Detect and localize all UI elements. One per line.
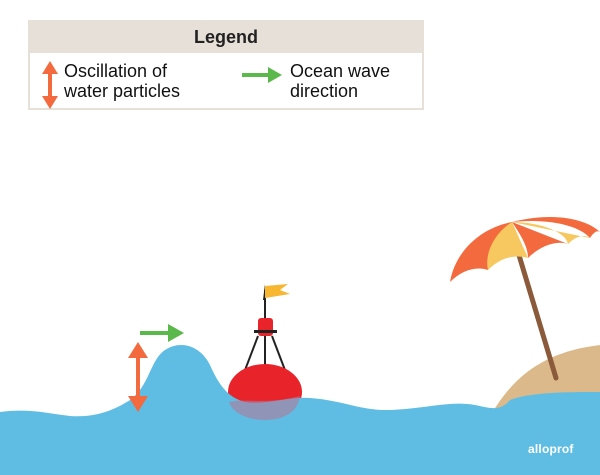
legend-title: Legend [30, 22, 422, 53]
brand-logo: alloprof [528, 442, 574, 456]
buoy-flag [265, 284, 290, 298]
legend-item-oscillation: Oscillation of water particles [42, 60, 180, 110]
legend-label-direction: Ocean wave direction [290, 61, 391, 101]
double-arrow-icon [42, 61, 58, 109]
legend-item-direction: Ocean wave direction [242, 60, 390, 101]
legend-box: Legend Oscillation of water particles Oc… [28, 20, 424, 110]
right-arrow-icon [242, 67, 282, 83]
oscillation-arrow-icon [128, 342, 148, 412]
beach-umbrella [450, 216, 600, 282]
wave-direction-arrow-icon [140, 324, 184, 342]
ocean-water [0, 345, 600, 475]
legend-label-oscillation: Oscillation of water particles [64, 61, 181, 101]
